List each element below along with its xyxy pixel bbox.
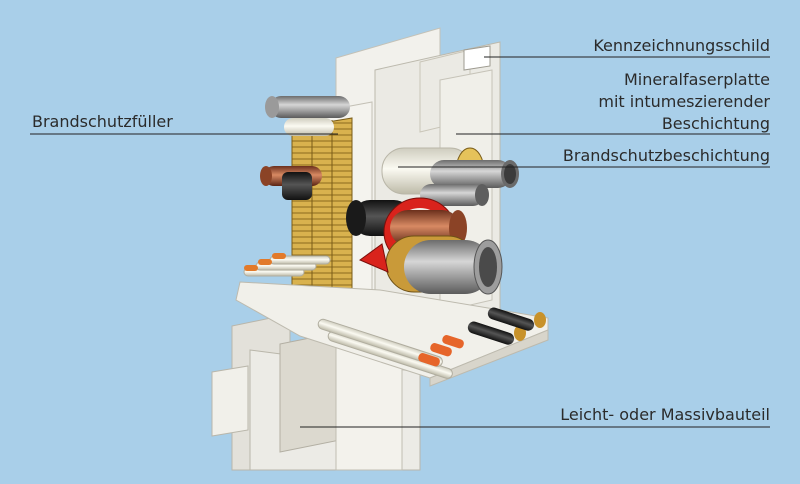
pipes-left (260, 96, 350, 200)
pipes-right (346, 147, 519, 295)
leader-lines (30, 56, 770, 428)
label-kennzeichnungsschild: Kennzeichnungsschild (593, 36, 770, 55)
label-brandschutzfueller: Brandschutzfüller (32, 112, 173, 131)
label-mineralfaser-line2: mit intumeszierender (598, 92, 770, 111)
cable-tray (235, 281, 549, 387)
cables (243, 253, 546, 379)
label-mineralfaser-line1: Mineralfaserplatte (623, 70, 770, 89)
label-brandschutzbeschichtung: Brandschutzbeschichtung (562, 146, 770, 165)
label-mineralfaser-line3: Beschichtung (661, 114, 770, 133)
label-bauteil: Leicht- oder Massivbauteil (560, 405, 770, 424)
